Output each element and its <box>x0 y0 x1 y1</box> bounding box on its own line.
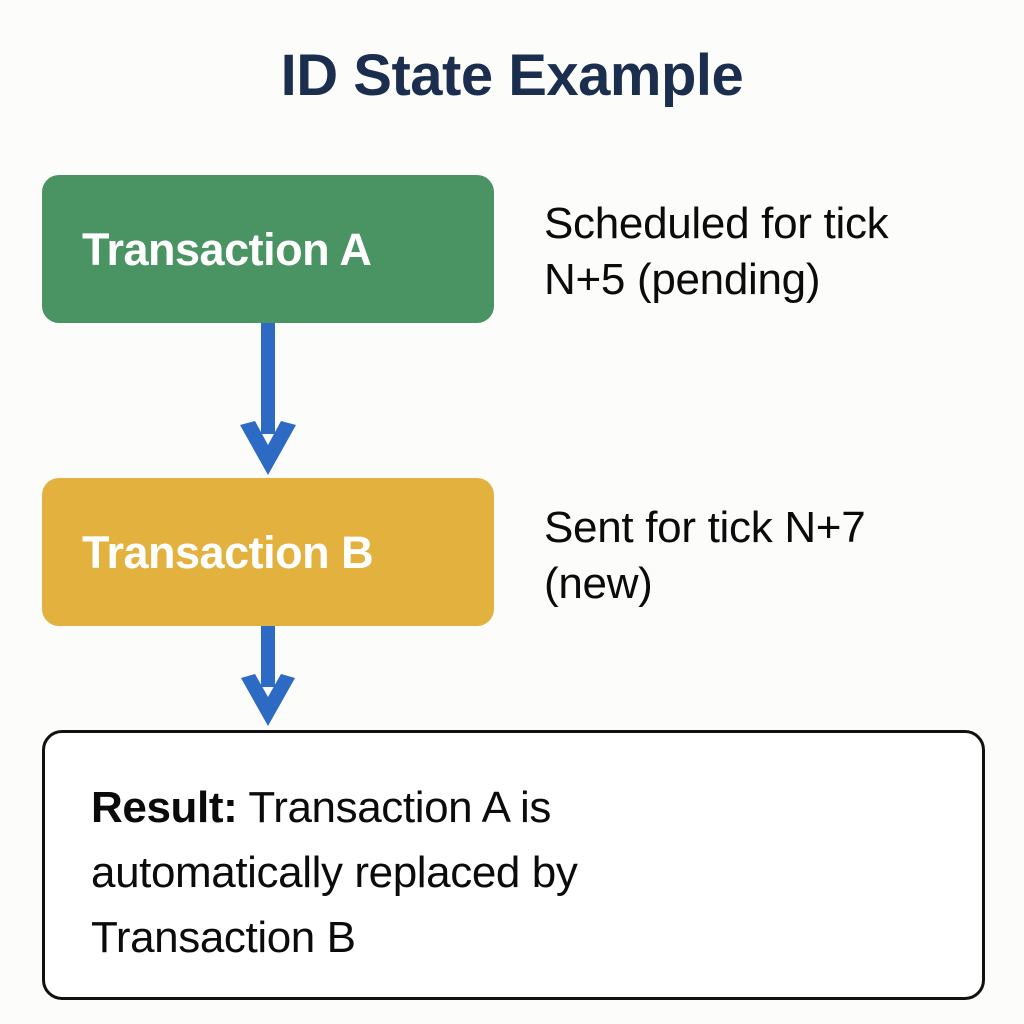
note-transaction-b: Sent for tick N+7 (new) <box>544 503 866 609</box>
node-transaction-b[interactable]: Transaction B <box>42 478 494 626</box>
result-box: Result: Transaction A is automatically r… <box>42 730 985 1000</box>
arrow-b-to-result-icon <box>241 625 295 726</box>
result-prefix-label: Result: <box>91 783 238 832</box>
arrow-a-to-b-icon <box>240 322 296 475</box>
result-text: Result: Transaction A is automatically r… <box>91 775 731 970</box>
node-transaction-b-label: Transaction B <box>82 526 374 578</box>
result-body-text: Transaction A is automatically replaced … <box>91 783 578 963</box>
node-transaction-a[interactable]: Transaction A <box>42 175 494 323</box>
page-title: ID State Example <box>280 43 744 108</box>
note-transaction-a: Scheduled for tick N+5 (pending) <box>544 199 889 305</box>
node-transaction-a-label: Transaction A <box>82 223 372 275</box>
